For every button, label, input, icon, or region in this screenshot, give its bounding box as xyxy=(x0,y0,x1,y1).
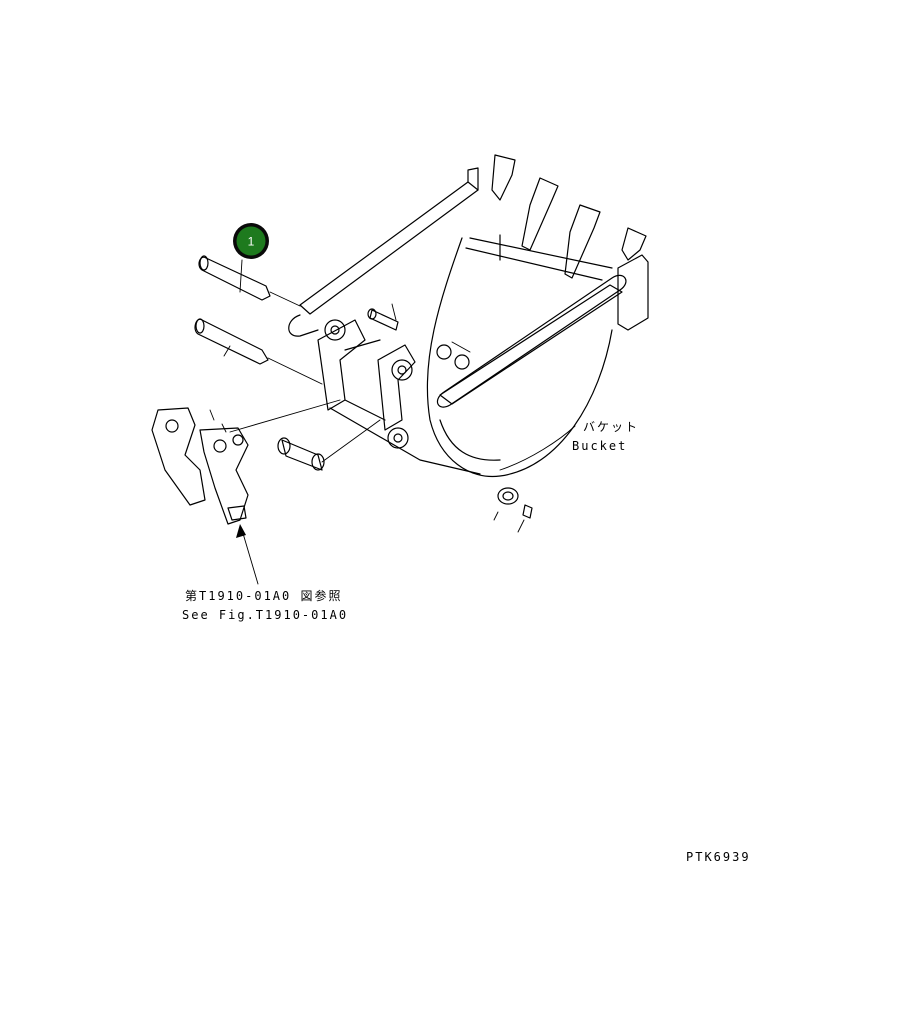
callout-1-number: 1 xyxy=(248,235,255,249)
washer-and-nut xyxy=(493,487,533,533)
bolt xyxy=(367,303,399,331)
bucket-label-en: Bucket xyxy=(572,439,627,453)
bucket-label-jp: バケット xyxy=(583,420,639,434)
drawing-code: PTK6939 xyxy=(686,850,751,864)
pin-lower xyxy=(194,318,323,385)
pin-upper xyxy=(198,255,301,307)
nuts xyxy=(436,341,471,370)
leader-lines xyxy=(223,259,576,471)
bushing xyxy=(277,419,381,471)
callout-1-badge[interactable]: 1 xyxy=(233,223,269,259)
reference-label-en: See Fig.T1910-01A0 xyxy=(182,608,348,622)
reference-arrow xyxy=(236,524,259,585)
bucket-body xyxy=(288,167,649,478)
bucket-teeth xyxy=(491,154,647,279)
reference-label-jp: 第T1910-01A0 図参照 xyxy=(185,588,342,603)
link-assembly xyxy=(151,407,249,525)
